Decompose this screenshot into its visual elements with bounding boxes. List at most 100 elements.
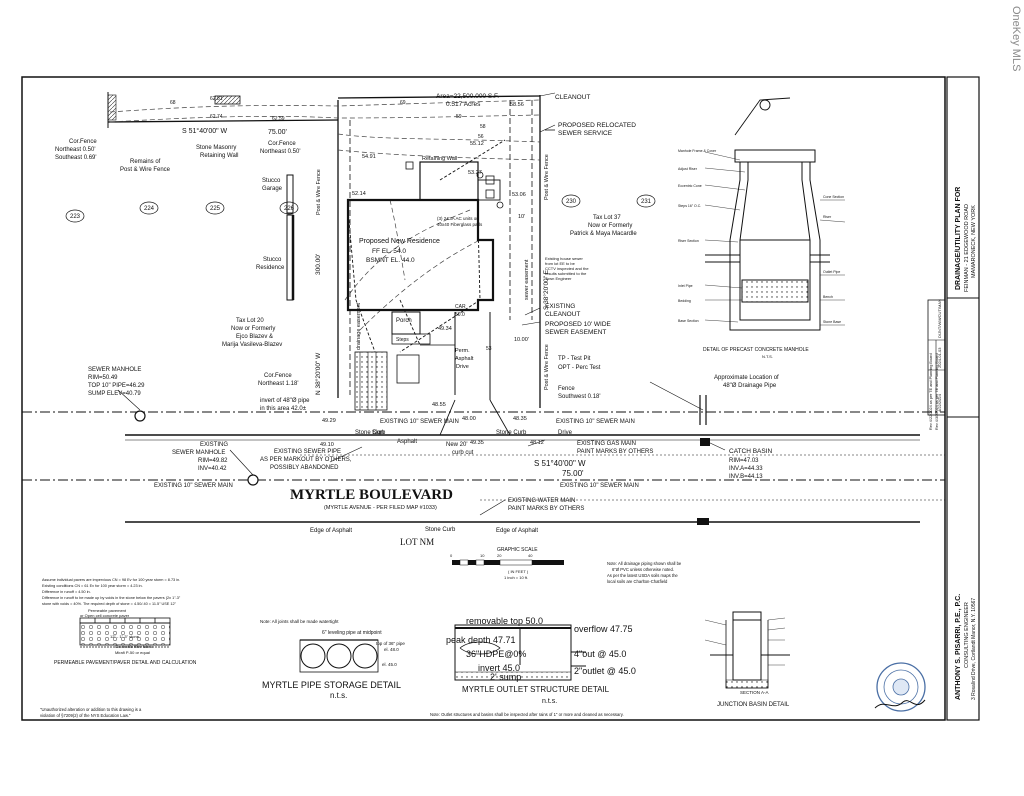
remains-1: Remains of bbox=[130, 159, 161, 165]
tax-lot-20-1: Tax Lot 20 bbox=[236, 318, 264, 324]
sewer-note-5: Town Engineer bbox=[545, 276, 572, 281]
outlet-hdpe: 36"HDPE@0% bbox=[466, 649, 526, 659]
impervious-5: stone with voids = 40%. The required dep… bbox=[42, 602, 177, 606]
outlet-structure-box bbox=[396, 354, 420, 384]
unauthorized-1: "Unauthorized alteration or addition to … bbox=[40, 707, 142, 712]
svg-text:Inlet Pipe: Inlet Pipe bbox=[678, 284, 693, 288]
relocated-sewer-1: PROPOSED RELOCATED bbox=[558, 122, 636, 129]
stone-wall-1: Stone Masonry bbox=[196, 145, 236, 151]
storage-pipe-1: 6" leveling pipe at midpoint bbox=[322, 630, 382, 636]
scale-units: ( IN FEET ) bbox=[508, 569, 529, 574]
elev-5214: 52.14 bbox=[352, 191, 366, 197]
sewer-note-3: CCTV inspected and the bbox=[545, 266, 589, 271]
sewer-main-4: EXISTING 10" SEWER MAIN bbox=[560, 483, 639, 489]
car-elev: 50.0 bbox=[455, 312, 465, 318]
drive-label-3: Drive bbox=[456, 364, 469, 370]
proposed-residence bbox=[346, 198, 495, 312]
easement-label-2: SEWER EASEMENT bbox=[545, 329, 606, 336]
pw-fence-3: Post & Wire Fence bbox=[544, 344, 550, 390]
revision-2: Rev 4/30/2024 as per TE and Planning Boa… bbox=[935, 353, 939, 430]
mh2-title-1: EXISTING bbox=[200, 442, 228, 448]
outlet-note: Note: Outlet structures and basins shall… bbox=[430, 712, 624, 717]
junction-title: JUNCTION BASIN DETAIL bbox=[717, 702, 790, 708]
pw-fence-1: Post & Wire Fence bbox=[316, 169, 322, 215]
stone-wall-2: Retaining Wall bbox=[200, 153, 238, 159]
contour-lines bbox=[109, 99, 541, 331]
invert-note-1: invert of 48"Ø pipe bbox=[260, 398, 310, 404]
svg-text:Cone Section: Cone Section bbox=[823, 195, 844, 199]
contour-56: 56 bbox=[478, 134, 484, 140]
storage-nts: n.t.s. bbox=[330, 691, 347, 700]
cor-fence-3a: Cor.Fence bbox=[264, 373, 292, 379]
title-line-1: DRAINAGE/UTILITY PLAN FOR bbox=[955, 187, 962, 290]
onekey-watermark: OneKey MLS bbox=[1010, 6, 1022, 72]
svg-text:Riser Section: Riser Section bbox=[678, 239, 699, 243]
unauthorized-2: violation of §7209(2) of the NYS Educati… bbox=[40, 713, 131, 718]
paver-title: PERMEABLE PAVEMENT/PAVER DETAIL AND CALC… bbox=[54, 660, 197, 666]
retaining-wall-label: Retaining Wall bbox=[422, 156, 457, 162]
drainage-easement-vert: drainage easement bbox=[356, 302, 362, 350]
mh1-top: TOP 10" PIPE=46.29 bbox=[88, 383, 145, 389]
easement-label-1: PROPOSED 10' WIDE bbox=[545, 321, 612, 328]
existing-cleanout-2: CLEANOUT bbox=[545, 311, 580, 318]
scale-ratio: 1 inch = 10 ft. bbox=[504, 575, 528, 580]
drive-street-label: Drive bbox=[558, 430, 573, 436]
paver-label-1: Permeable pavement bbox=[88, 608, 127, 613]
outlet-2out: 2"outlet @ 45.0 bbox=[574, 666, 636, 676]
stucco-garage bbox=[286, 174, 294, 214]
residence-label: Proposed New Residence bbox=[359, 238, 440, 245]
pipe-note-3: As per the latest USDA soils maps the bbox=[607, 573, 678, 578]
stucco-garage-1: Stucco bbox=[262, 178, 281, 184]
precast-manhole-detail bbox=[705, 149, 830, 331]
bearing-right: S 38°20'00" E bbox=[542, 269, 550, 310]
outlet-peak: peak depth 47.71 bbox=[446, 635, 516, 645]
mh1-title: SEWER MANHOLE bbox=[88, 367, 141, 373]
elev-6274: 62.74 bbox=[210, 114, 223, 120]
lot-numbers: 223 224 225 226 230 231 bbox=[65, 194, 656, 223]
mh2-inv: INV=40.42 bbox=[198, 466, 227, 472]
tax-lot-20-2: Now or Formerly bbox=[231, 326, 275, 332]
revision-1: Rev 4/22/2024 as per TE and Planning Boa… bbox=[929, 353, 933, 430]
drain-loc-1: Approximate Location of bbox=[714, 375, 779, 381]
storage-pipe-4: el. 45.0 bbox=[382, 662, 397, 667]
mh2-rim: RIM=49.82 bbox=[198, 458, 228, 464]
pw-fence-2: Post & Wire Fence bbox=[544, 154, 550, 200]
junction-basin-detail bbox=[710, 611, 790, 689]
perc-test-legend: OPT - Perc Test bbox=[558, 365, 601, 371]
driveway-edges bbox=[454, 312, 491, 400]
asphalt-label: Asphalt bbox=[397, 439, 417, 445]
street-subname: (MYRTLE AVENUE - PER FILED MAP #1033) bbox=[324, 505, 437, 511]
elev-4812: 48.12 bbox=[530, 440, 544, 446]
drive-label-2: Asphalt bbox=[455, 356, 474, 362]
manhole-callout-text: Manhole Frame & Cover Adjust Riser Eccen… bbox=[678, 149, 844, 324]
graphic-scale bbox=[452, 559, 564, 566]
tax-lot-20-3: Ejco Blazev & bbox=[236, 334, 273, 340]
storage-pipe-2: top of 36" pipe bbox=[376, 641, 405, 646]
svg-text:Manhole Frame & Cover: Manhole Frame & Cover bbox=[678, 149, 717, 153]
engineer-address: 3 Rosalind Drive, Cortlandt Manor, N.Y. … bbox=[971, 598, 977, 700]
graphic-scale-title: GRAPHIC SCALE bbox=[497, 547, 538, 553]
svg-text:Adjust Riser: Adjust Riser bbox=[678, 167, 698, 171]
pipe-note-4: local soils are Charlton-Chatfield bbox=[607, 579, 668, 584]
contour-53: 53 bbox=[486, 346, 492, 352]
easement-vert: sewer easement bbox=[524, 259, 530, 300]
detail-labels: DETAIL OF PRECAST CONCRETE MANHOLE N.T.S… bbox=[40, 347, 809, 718]
edge-asphalt-1: Edge of Asphalt bbox=[310, 528, 352, 534]
storage-note: Note: All joints shall be made watertigh… bbox=[260, 619, 339, 624]
mh2-title-2: SEWER MANHOLE bbox=[172, 450, 225, 456]
elev-1000: 10.00' bbox=[514, 337, 529, 343]
elev-4935: 49.35 bbox=[470, 440, 484, 446]
contour-69: 69 bbox=[400, 100, 406, 106]
contour-68: 68 bbox=[170, 100, 176, 106]
elev-4910: 49.10 bbox=[320, 442, 334, 448]
pipe-note-1: Note: All drainage piping shown shall be bbox=[607, 561, 682, 566]
junction-callouts bbox=[704, 617, 786, 666]
lot-231: 231 bbox=[641, 199, 652, 205]
water-main-1: EXISTING WATER MAIN bbox=[508, 498, 575, 504]
lot-226: 226 bbox=[284, 206, 295, 212]
cor-fence-1a: Cor.Fence bbox=[69, 139, 97, 145]
cor-fence-2a: Cor.Fence bbox=[268, 141, 296, 147]
impervious-3: Difference in runoff = 4.50 in. bbox=[42, 590, 91, 594]
elev-6259: 62.59 bbox=[272, 116, 285, 122]
